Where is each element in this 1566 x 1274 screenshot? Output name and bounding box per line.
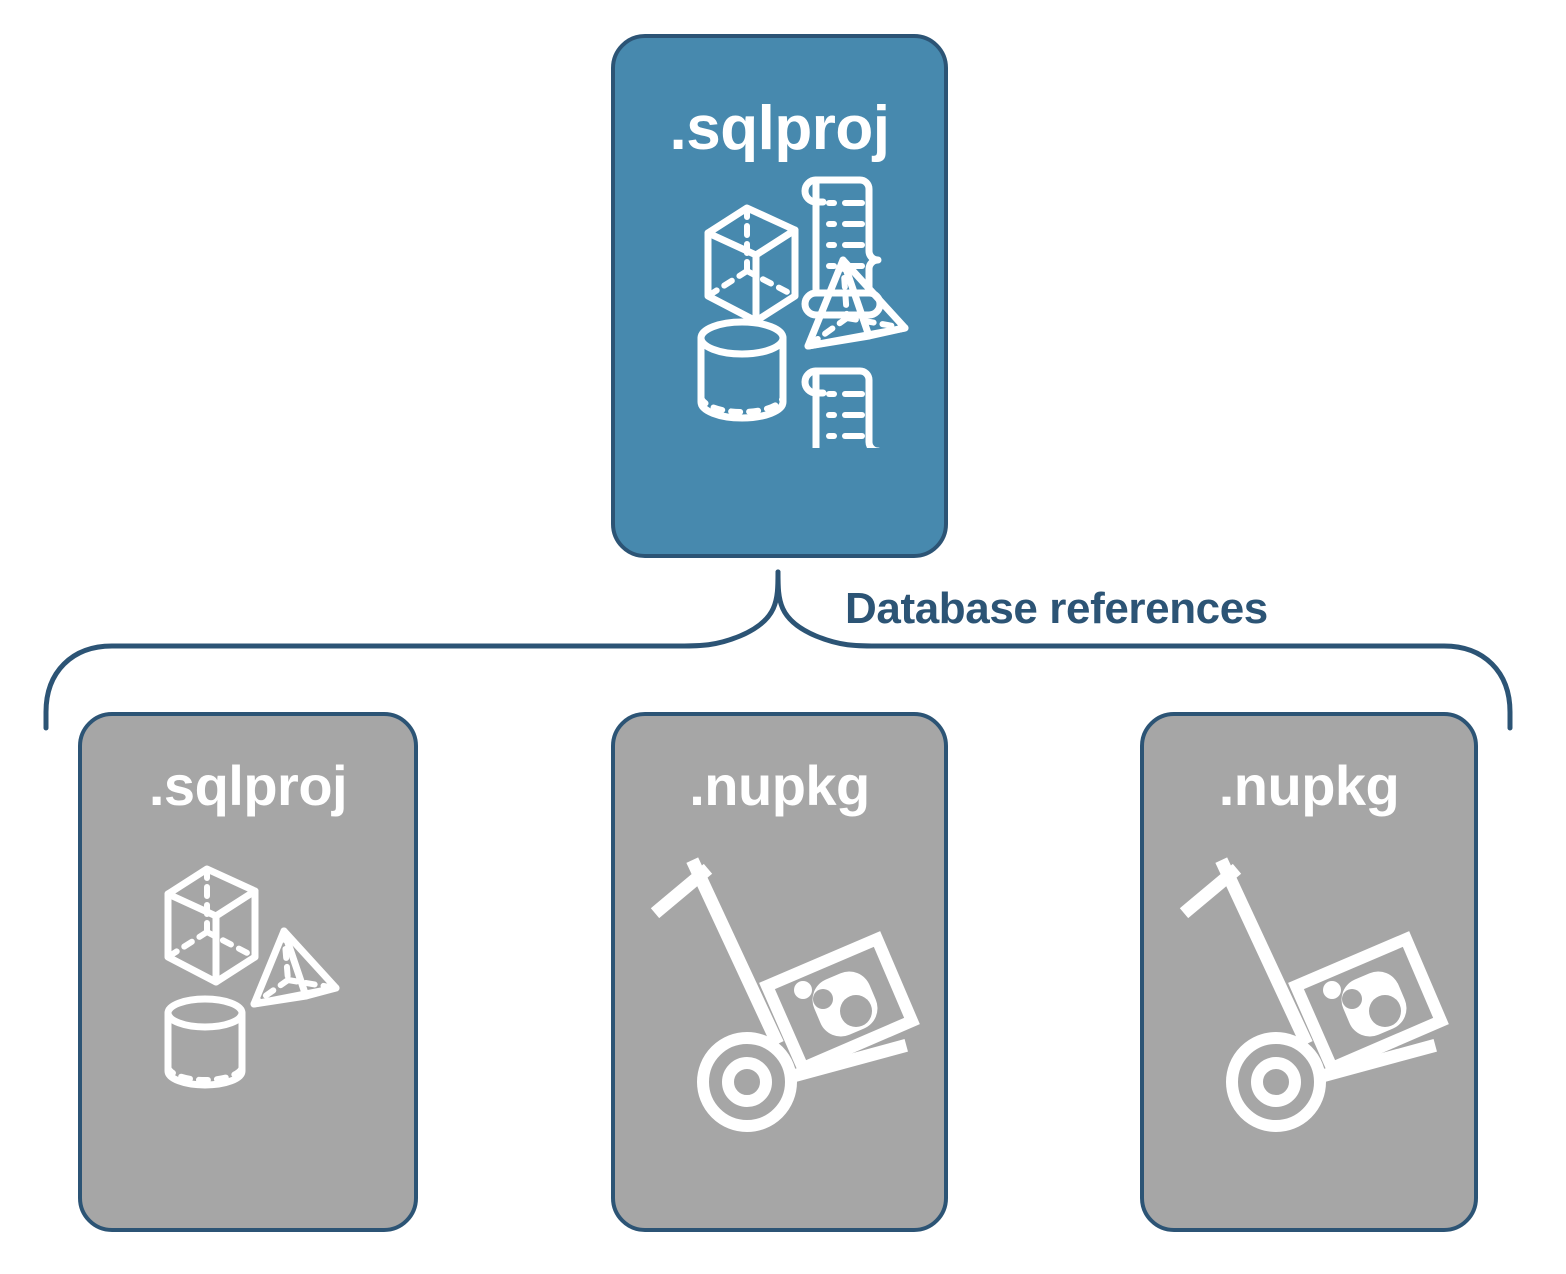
- parent-icon-group: [615, 158, 944, 510]
- pyramid-wireframe-icon: [804, 256, 909, 350]
- node-child-nupkg-1[interactable]: .nupkg: [611, 712, 948, 1232]
- node-child-nupkg-2[interactable]: .nupkg: [1140, 712, 1478, 1232]
- node-child-sqlproj[interactable]: .sqlproj: [78, 712, 418, 1232]
- child-nupkg-1-icon-group: [615, 846, 944, 1161]
- node-parent-sqlproj-label: .sqlproj: [669, 94, 890, 163]
- child-sqlproj-icon-group: [82, 846, 414, 1151]
- hand-truck-package-icon: [1179, 857, 1449, 1132]
- node-child-nupkg-1-label: .nupkg: [689, 754, 870, 817]
- cylinder-wireframe-icon: [164, 995, 246, 1089]
- cube-wireframe-icon: [164, 865, 259, 986]
- node-child-sqlproj-label: .sqlproj: [148, 754, 348, 817]
- scroll-script-icon-bottom: [801, 367, 884, 510]
- nuget-logo-mark: [1323, 971, 1407, 1037]
- connector-label-database-references: Database references: [845, 584, 1268, 633]
- pyramid-wireframe-icon: [250, 927, 340, 1008]
- hand-truck-package-icon: [650, 857, 920, 1132]
- scroll-script-icon-top: [801, 176, 884, 319]
- child-nupkg-2-icon-group: [1144, 846, 1474, 1161]
- node-child-nupkg-2-label: .nupkg: [1218, 754, 1400, 817]
- node-parent-sqlproj[interactable]: .sqlproj: [611, 34, 948, 558]
- cylinder-wireframe-icon: [697, 318, 787, 422]
- nuget-logo-mark: [794, 971, 878, 1037]
- nuget-logo-holes: [813, 989, 872, 1027]
- cube-wireframe-icon: [704, 204, 799, 325]
- nuget-logo-holes: [1342, 989, 1401, 1027]
